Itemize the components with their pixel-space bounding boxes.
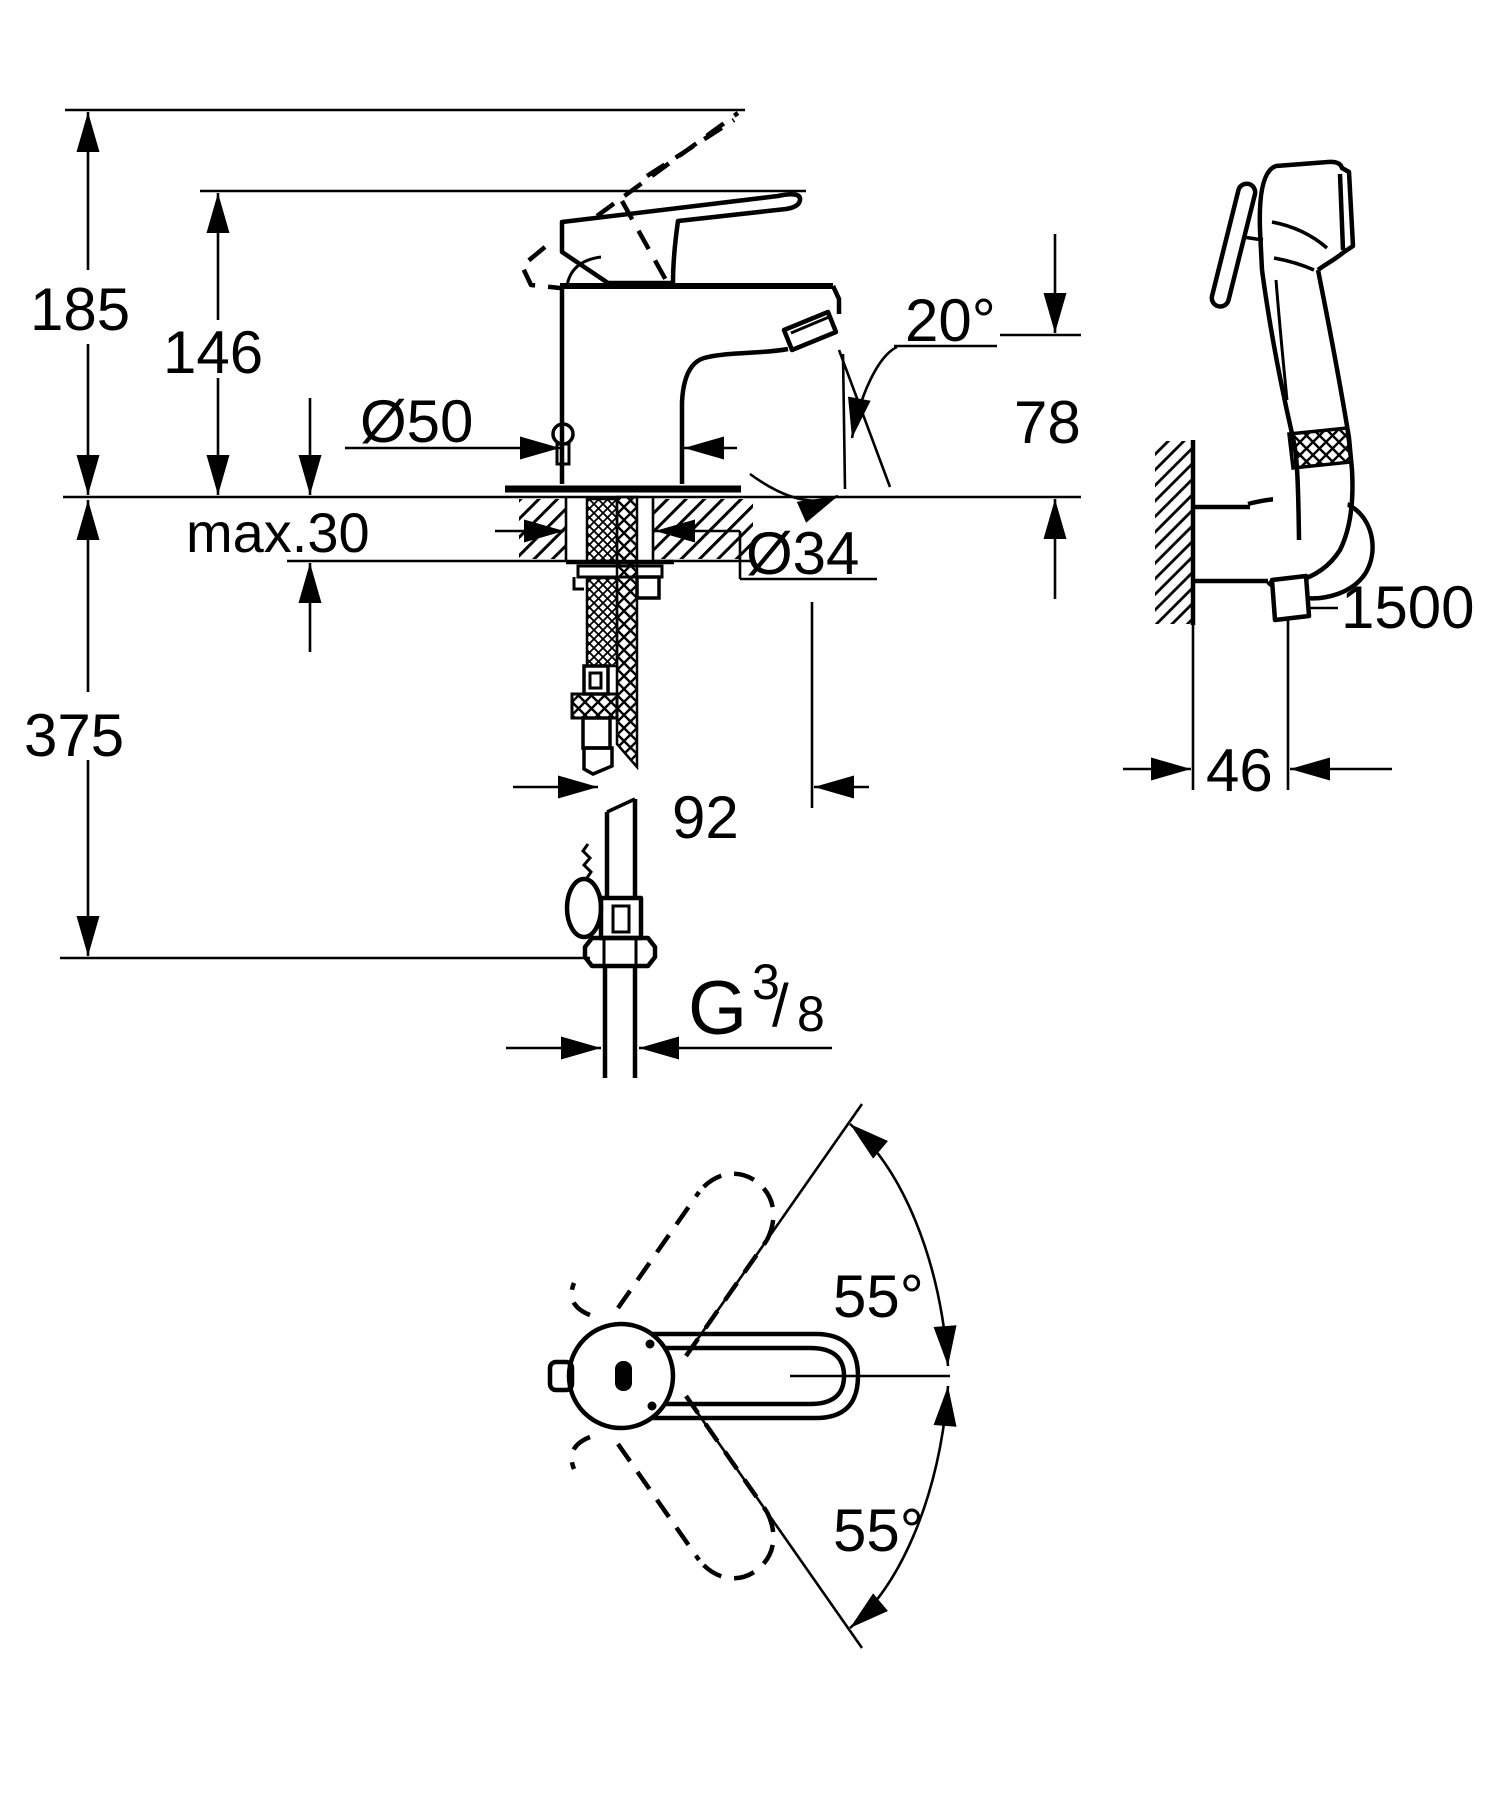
dim-92-label: 92	[672, 784, 739, 851]
shower-body-fill	[1260, 165, 1357, 584]
lever-inner	[665, 1345, 847, 1407]
dim-g38-sup: 3	[752, 954, 780, 1010]
dim-55-upper-label: 55°	[833, 1263, 924, 1330]
dim-46-label: 46	[1206, 737, 1273, 804]
dim-max30: max.30	[186, 398, 370, 652]
arc-55-lower	[849, 1385, 957, 1629]
shank-end-cut	[582, 746, 614, 776]
mounting-nut	[570, 692, 619, 720]
dim-1500-label: 1500	[1341, 574, 1474, 641]
dim-146: 146	[163, 193, 263, 495]
angle-line-lower	[688, 1401, 864, 1649]
side-view-hand-shower: 1500 46	[1123, 159, 1474, 804]
dim-o34: Ø34	[495, 519, 877, 587]
washer-tab	[635, 575, 661, 600]
hose-connection-nut	[1287, 426, 1353, 470]
handle-raised-dashed	[519, 111, 740, 291]
spray-line-vertical	[841, 353, 847, 490]
hose-outlet-stub	[1269, 573, 1312, 623]
dim-max30-label: max.30	[186, 501, 370, 564]
dim-185-label: 185	[30, 276, 130, 343]
shank-clip	[582, 664, 610, 696]
washer-hook	[572, 577, 584, 591]
spout-front-edge	[830, 285, 842, 314]
dim-78: 78	[1000, 234, 1081, 599]
dim-g38-main: G	[688, 966, 747, 1051]
dim-o34-label: Ø34	[746, 520, 859, 587]
hose-nut	[582, 935, 658, 969]
dim-146-label: 146	[163, 319, 263, 386]
dim-o50-label: Ø50	[360, 388, 473, 455]
counter-hatch-right	[653, 499, 753, 559]
lever-outer	[651, 1331, 861, 1421]
threaded-shank-lower	[585, 576, 619, 668]
spout-underside	[679, 346, 789, 484]
pullrod-weight	[564, 876, 604, 940]
hose-collar-detail	[611, 904, 631, 934]
dim-46: 46	[1123, 620, 1392, 804]
countertop-section	[63, 495, 1081, 563]
braided-hose-upper	[615, 495, 639, 771]
dim-375: 375	[24, 500, 124, 956]
handle-lever	[559, 191, 803, 286]
shower-handle-inner-line	[1274, 279, 1289, 401]
wall-hatch	[1155, 441, 1193, 624]
handle-cap-circle	[566, 1321, 676, 1431]
pullrod-chain	[581, 843, 593, 879]
dim-g38: G 3 / 8	[506, 954, 832, 1060]
arc-55-upper	[849, 1123, 957, 1367]
dim-92: 92	[513, 602, 869, 851]
head-joint-curve-1	[1271, 220, 1329, 250]
spray-line-angled	[837, 349, 892, 488]
threaded-shank-upper	[585, 497, 619, 563]
main-view-faucet-section: 185 146 max.30 375 Ø50	[24, 108, 1081, 1078]
dim-55-lower-label: 55°	[833, 1497, 924, 1564]
handle-pivot-arc	[565, 255, 602, 287]
cap-dot-top	[645, 1339, 655, 1349]
dim-20deg-label: 20°	[905, 287, 996, 354]
popup-knob-top-view	[547, 1359, 575, 1393]
faucet-body	[505, 111, 842, 493]
cap-slot	[615, 1361, 632, 1391]
under-counter-assembly	[564, 495, 674, 1078]
dim-78-label: 78	[1014, 389, 1081, 456]
shower-handle-right	[1298, 269, 1355, 583]
aerator-inner-line	[790, 315, 830, 335]
cap-dot-bottom	[647, 1401, 657, 1411]
head-joint-curve-2	[1273, 256, 1315, 272]
spray-rotate-arrow	[749, 472, 839, 523]
top-view-handle-swing: 55° 55°	[547, 1103, 957, 1649]
dim-375-label: 375	[24, 702, 124, 769]
angle-line-upper	[688, 1103, 864, 1351]
washer-plate	[576, 564, 664, 579]
spray-trigger	[1209, 181, 1258, 309]
nozzle-face-inner	[1337, 173, 1346, 251]
shank-end	[581, 716, 612, 750]
counter-hatch-left	[519, 499, 566, 559]
hose-break-cut	[606, 797, 636, 814]
popup-rod	[555, 442, 571, 466]
shank-clip-window	[588, 671, 603, 690]
dim-o50: Ø50	[345, 388, 737, 460]
shower-head	[1257, 159, 1356, 272]
dim-g38-sub: 8	[797, 986, 825, 1042]
aerator	[781, 309, 839, 353]
dim-20deg: 20°	[749, 287, 997, 523]
dim-g38-slash: /	[772, 972, 789, 1039]
dim-185: 185	[30, 112, 130, 495]
